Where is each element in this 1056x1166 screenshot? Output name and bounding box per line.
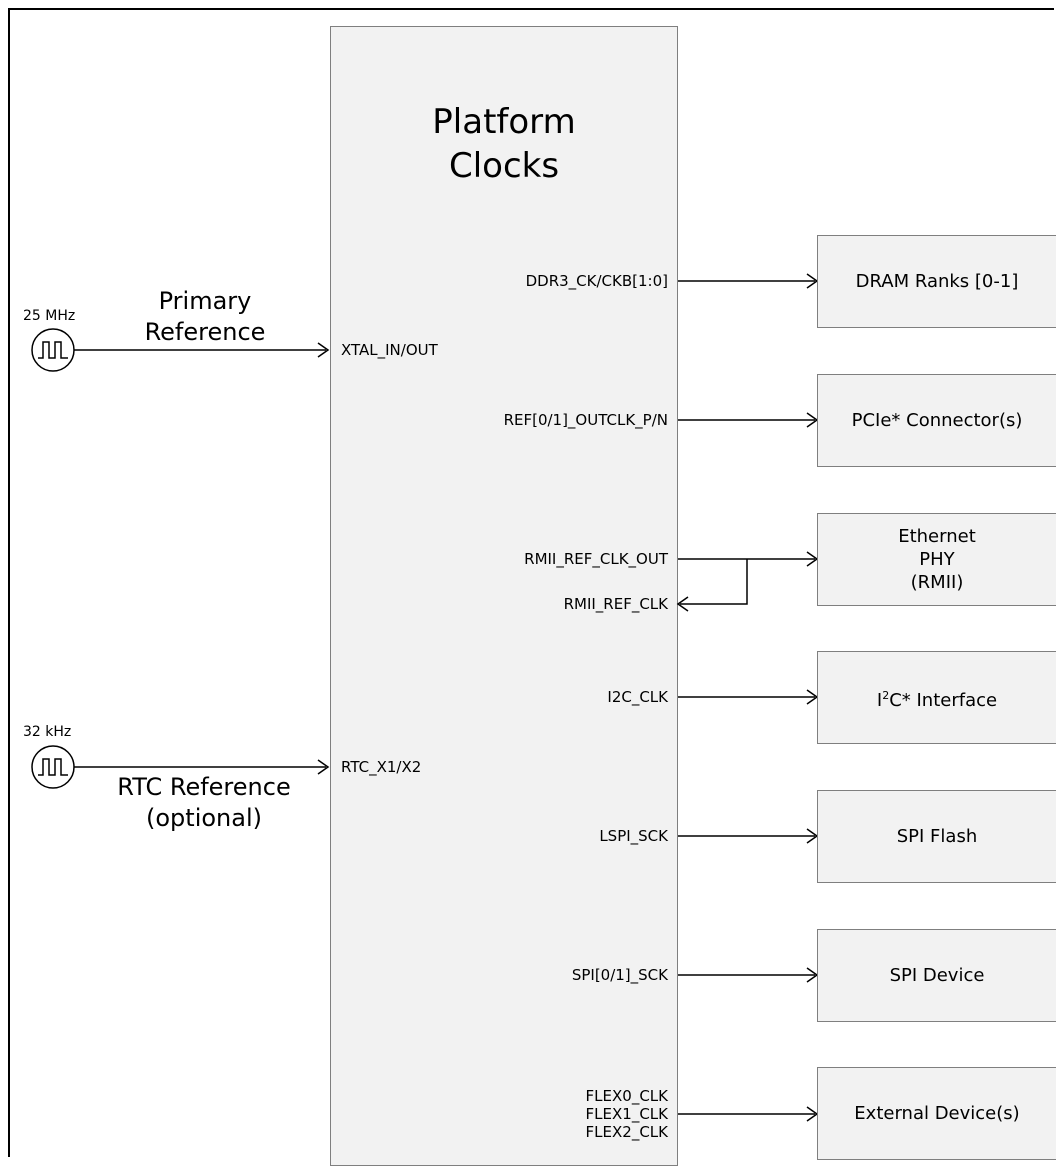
oscillator-32khz-icon — [31, 745, 75, 789]
spi-pin-label: SPI[0/1]_SCK — [571, 966, 668, 984]
diagram-frame — [8, 8, 1054, 1157]
primary-ref-arrow — [317, 342, 330, 358]
block-title: Platform Clocks — [330, 100, 678, 188]
external-devices-box: External Device(s) — [817, 1067, 1056, 1160]
primary-ref-label-line1: Primary — [158, 287, 252, 315]
rtc-ref-label: RTC Reference (optional) — [94, 772, 314, 834]
rtc-pin-label: RTC_X1/X2 — [341, 758, 422, 776]
eth-loopback-arrow — [676, 596, 689, 612]
primary-ref-label: Primary Reference — [130, 286, 280, 348]
i2c-interface-label: I2C* Interface — [877, 684, 997, 712]
ethernet-phy-line3: (RMII) — [910, 572, 964, 593]
ethernet-phy-line1: Ethernet — [898, 526, 976, 547]
dram-ranks-label: DRAM Ranks [0-1] — [855, 271, 1019, 292]
spi-flash-box: SPI Flash — [817, 790, 1056, 883]
ethernet-phy-box: Ethernet PHY (RMII) — [817, 513, 1056, 606]
external-devices-label: External Device(s) — [854, 1103, 1020, 1124]
i2c-prefix: I — [876, 689, 883, 711]
eth-loopback-line — [680, 559, 748, 605]
spi-device-label: SPI Device — [889, 965, 985, 986]
block-title-line1: Platform — [432, 102, 576, 142]
rtc-ref-label-line2: (optional) — [146, 804, 262, 832]
lspi-pin-label: LSPI_SCK — [599, 827, 668, 845]
oscillator-25mhz-icon — [31, 328, 75, 372]
rtc-freq-label: 32 kHz — [23, 724, 72, 740]
primary-freq-label: 25 MHz — [23, 308, 76, 324]
pcie-connector-label: PCIe* Connector(s) — [851, 410, 1023, 431]
i2c-interface-box: I2C* Interface — [817, 651, 1056, 744]
flex-pin-labels: FLEX0_CLK FLEX1_CLK FLEX2_CLK — [586, 1087, 668, 1141]
flex0-pin-label: FLEX0_CLK — [585, 1087, 668, 1105]
xtal-pin-label: XTAL_IN/OUT — [341, 341, 438, 359]
flex2-pin-label: FLEX2_CLK — [585, 1123, 668, 1141]
i2c-superscript: 2 — [882, 688, 890, 702]
dram-ranks-box: DRAM Ranks [0-1] — [817, 235, 1056, 328]
spi-flash-label: SPI Flash — [896, 826, 978, 847]
ethernet-phy-line2: PHY — [919, 549, 955, 570]
ethernet-phy-label: Ethernet PHY (RMII) — [898, 525, 976, 594]
pcie-pin-label: REF[0/1]_OUTCLK_P/N — [503, 411, 668, 429]
block-title-line2: Clocks — [448, 146, 560, 186]
i2c-pin-label: I2C_CLK — [607, 688, 668, 706]
pcie-connector-box: PCIe* Connector(s) — [817, 374, 1056, 467]
platform-clocks-block — [330, 26, 678, 1166]
rtc-ref-label-line1: RTC Reference — [117, 773, 291, 801]
i2c-suffix: C* Interface — [889, 689, 998, 711]
ddr-pin-label: DDR3_CK/CKB[1:0] — [525, 272, 668, 290]
spi-device-box: SPI Device — [817, 929, 1056, 1022]
rmii-in-pin-label: RMII_REF_CLK — [563, 595, 668, 613]
flex1-pin-label: FLEX1_CLK — [585, 1105, 668, 1123]
rmii-out-pin-label: RMII_REF_CLK_OUT — [524, 550, 668, 568]
rtc-ref-arrow — [317, 759, 330, 775]
primary-ref-label-line2: Reference — [144, 318, 266, 346]
